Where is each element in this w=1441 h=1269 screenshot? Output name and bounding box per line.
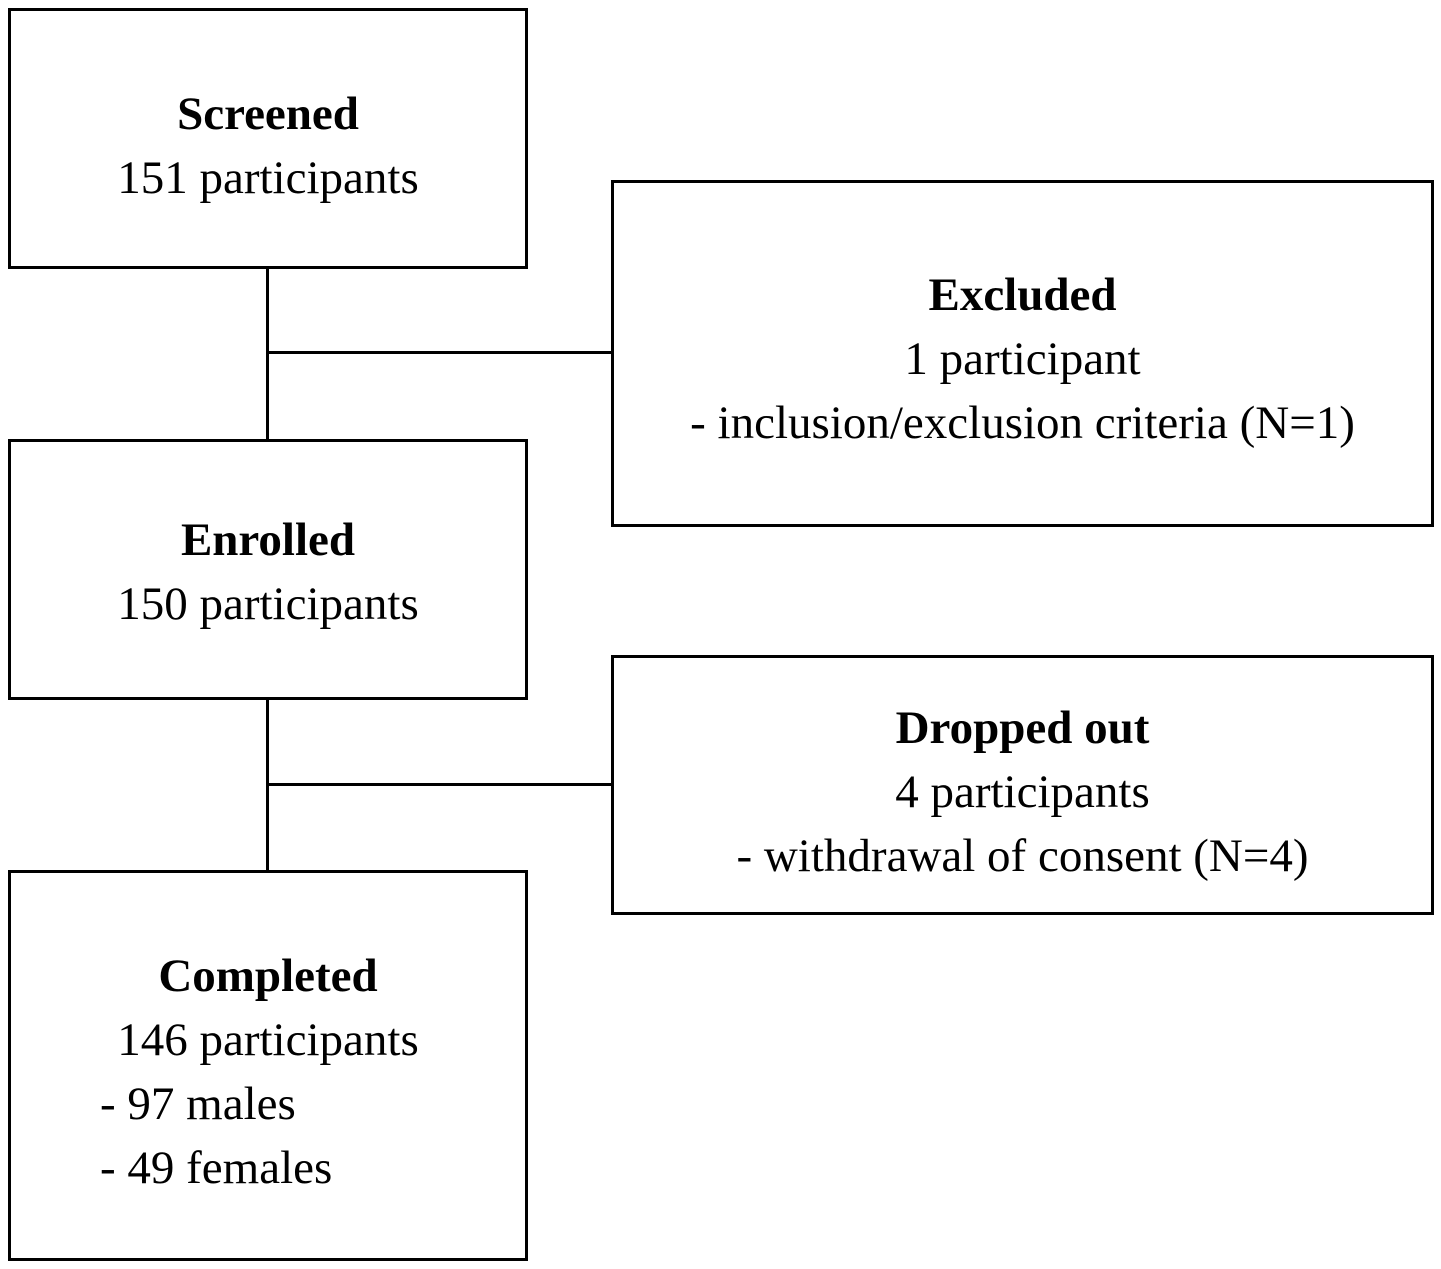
excluded-count: 1 participant — [904, 333, 1141, 385]
connector-to-excluded — [266, 351, 611, 354]
completed-males: - 97 males — [100, 1078, 296, 1130]
dropped-out-reason: - withdrawal of consent (N=4) — [736, 830, 1309, 882]
enrolled-count: 150 participants — [117, 578, 419, 630]
completed-title: Completed — [158, 950, 378, 1002]
excluded-reason: - inclusion/exclusion criteria (N=1) — [690, 397, 1355, 449]
connector-to-dropped-out — [266, 783, 611, 786]
connector-screened-enrolled — [266, 269, 269, 439]
screened-title: Screened — [177, 88, 359, 140]
completed-females: - 49 females — [100, 1142, 333, 1194]
completed-count: 146 participants — [117, 1014, 419, 1066]
screened-count: 151 participants — [117, 152, 419, 204]
dropped-out-title: Dropped out — [895, 702, 1150, 754]
dropped-out-count: 4 participants — [895, 766, 1150, 818]
completed-box: Completed 146 participants - 97 males - … — [8, 870, 528, 1261]
excluded-title: Excluded — [928, 269, 1117, 321]
excluded-box: Excluded 1 participant - inclusion/exclu… — [611, 180, 1434, 527]
enrolled-box: Enrolled 150 participants — [8, 439, 528, 700]
dropped-out-box: Dropped out 4 participants - withdrawal … — [611, 655, 1434, 915]
screened-box: Screened 151 participants — [8, 8, 528, 269]
enrolled-title: Enrolled — [180, 514, 356, 566]
